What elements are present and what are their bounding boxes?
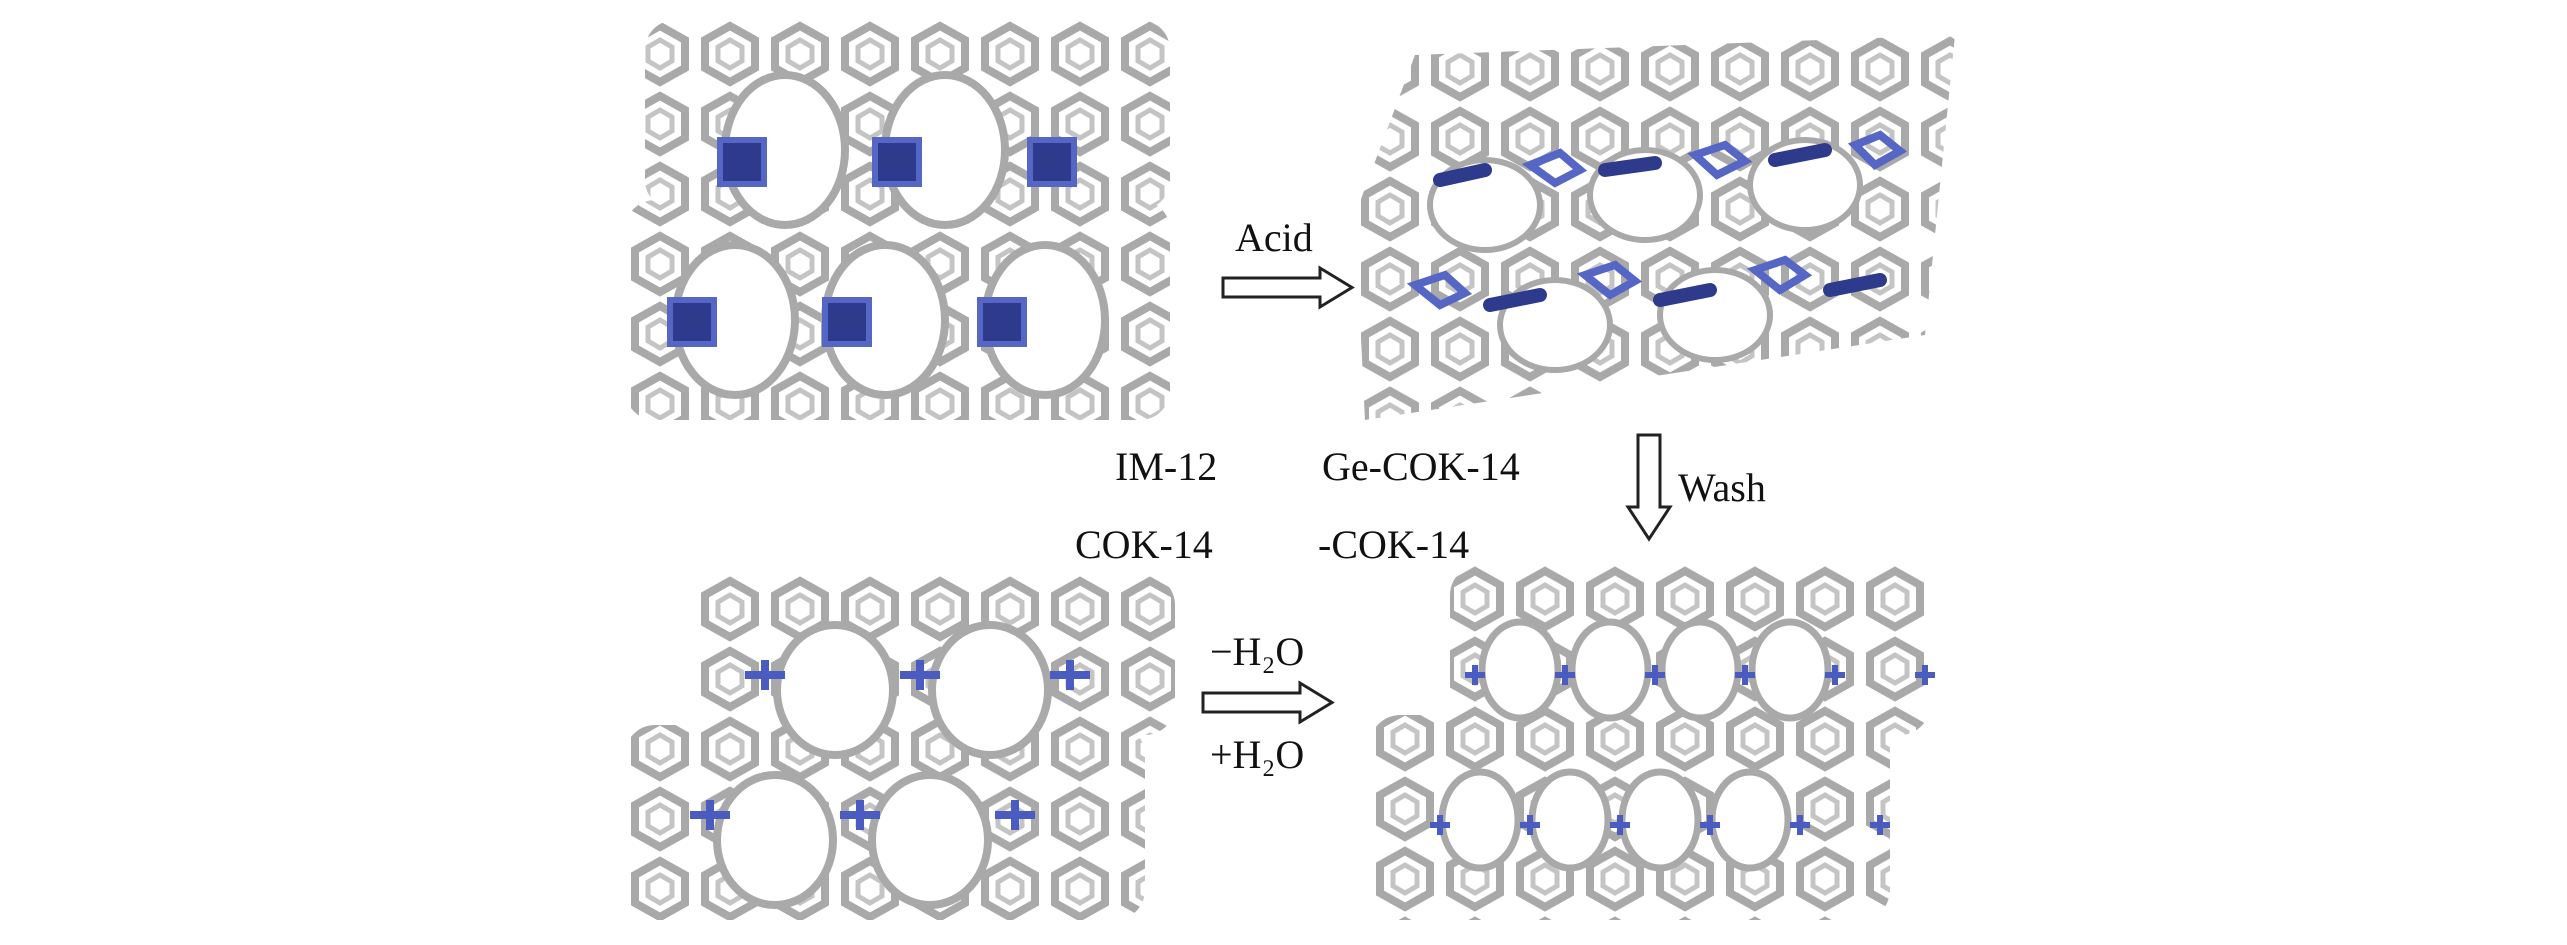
wash-arrow (1625, 432, 1673, 542)
im12-framework (625, 20, 1190, 430)
right-arrow-icon (1221, 265, 1355, 310)
wash-label: Wash (1678, 465, 1766, 510)
down-arrow-icon (1625, 433, 1673, 542)
ge-cok14-framework (1355, 35, 1955, 420)
cok14-framework (625, 575, 1190, 925)
cok14-framework-graphic (625, 575, 1175, 920)
dehydrated-framework (1370, 565, 1950, 925)
plus-h2o-label: +H₂O (1210, 732, 1305, 777)
minus-h2o-label: −H₂O (1210, 629, 1305, 674)
dehydrated-framework-graphic (1370, 565, 1935, 920)
dash-cok14-label: -COK-14 (1318, 522, 1470, 567)
right-arrow-icon-2 (1201, 680, 1335, 725)
ge-cok14-framework-graphic (1355, 35, 1955, 420)
ge-cok14-label: Ge-COK-14 (1322, 444, 1520, 489)
acid-label: Acid (1235, 215, 1313, 260)
im12-label: IM-12 (1115, 444, 1218, 489)
cok14-label: COK-14 (1075, 522, 1213, 567)
im12-framework-graphic (625, 20, 1170, 420)
dehydration-arrow (1200, 680, 1335, 725)
acid-arrow (1220, 265, 1355, 310)
